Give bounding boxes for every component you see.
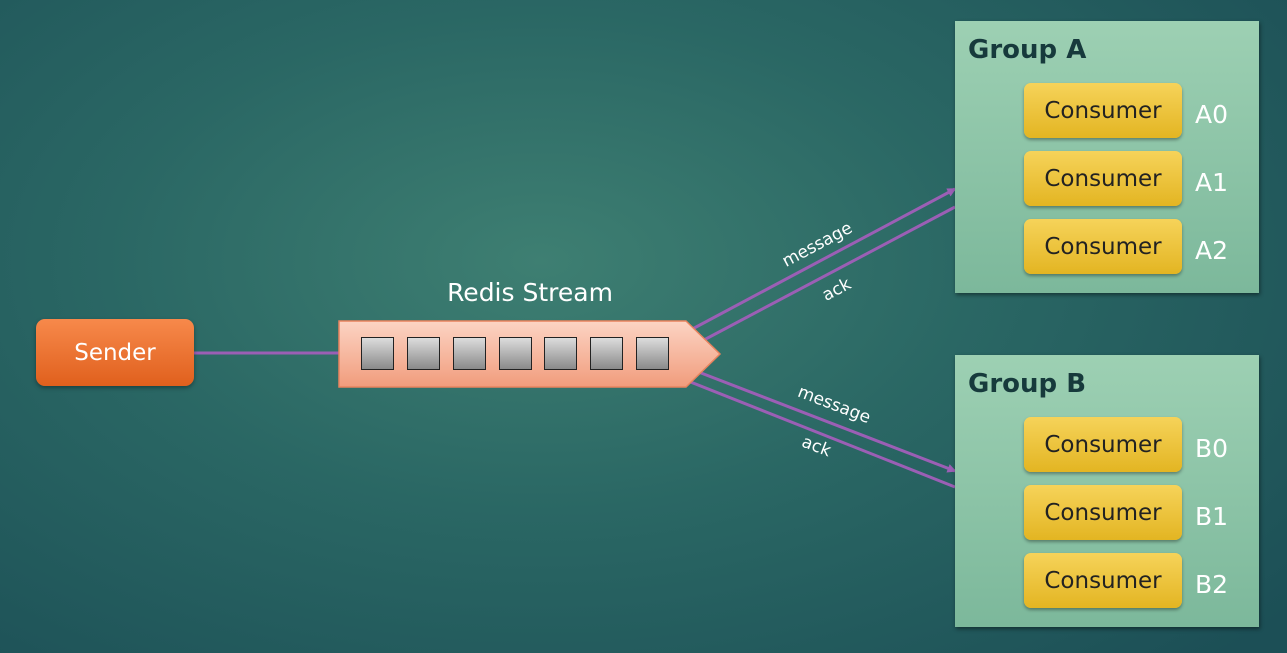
group-a-ack-arrow: [683, 205, 956, 352]
stream-slot: [407, 337, 440, 370]
consumer-id-b0: B0: [1195, 434, 1229, 463]
group-b-box: Group B Consumer B0 Consumer B1 Consumer…: [955, 355, 1259, 627]
consumer-b1: Consumer: [1024, 485, 1182, 540]
sender-node: Sender: [36, 319, 194, 386]
group-a-message-arrow: [682, 187, 957, 336]
group-b-ack-arrow: [681, 377, 956, 489]
group-b-message-arrow: [682, 364, 957, 473]
consumer-a1: Consumer: [1024, 151, 1182, 206]
stream-slot: [361, 337, 394, 370]
consumer-label: Consumer: [1044, 233, 1162, 260]
sender-label: Sender: [74, 339, 156, 366]
redis-stream-node: [338, 320, 722, 388]
stream-slot: [590, 337, 623, 370]
consumer-a0: Consumer: [1024, 83, 1182, 138]
group-a-box: Group A Consumer A0 Consumer A1 Consumer…: [955, 21, 1259, 293]
consumer-label: Consumer: [1044, 567, 1162, 594]
consumer-id-a0: A0: [1195, 100, 1229, 129]
consumer-id-b1: B1: [1195, 502, 1229, 531]
stream-slot: [544, 337, 577, 370]
consumer-a2: Consumer: [1024, 219, 1182, 274]
consumer-label: Consumer: [1044, 431, 1162, 458]
consumer-id-a2: A2: [1195, 236, 1229, 265]
consumer-label: Consumer: [1044, 499, 1162, 526]
group-b-title: Group B: [968, 369, 1087, 399]
consumer-id-b2: B2: [1195, 570, 1229, 599]
consumer-label: Consumer: [1044, 97, 1162, 124]
stream-slot: [453, 337, 486, 370]
stream-slot: [499, 337, 532, 370]
group-a-title: Group A: [968, 35, 1087, 65]
stream-slot: [636, 337, 669, 370]
consumer-b2: Consumer: [1024, 553, 1182, 608]
stream-title: Redis Stream: [447, 278, 613, 307]
consumer-label: Consumer: [1044, 165, 1162, 192]
consumer-b0: Consumer: [1024, 417, 1182, 472]
consumer-id-a1: A1: [1195, 168, 1229, 197]
